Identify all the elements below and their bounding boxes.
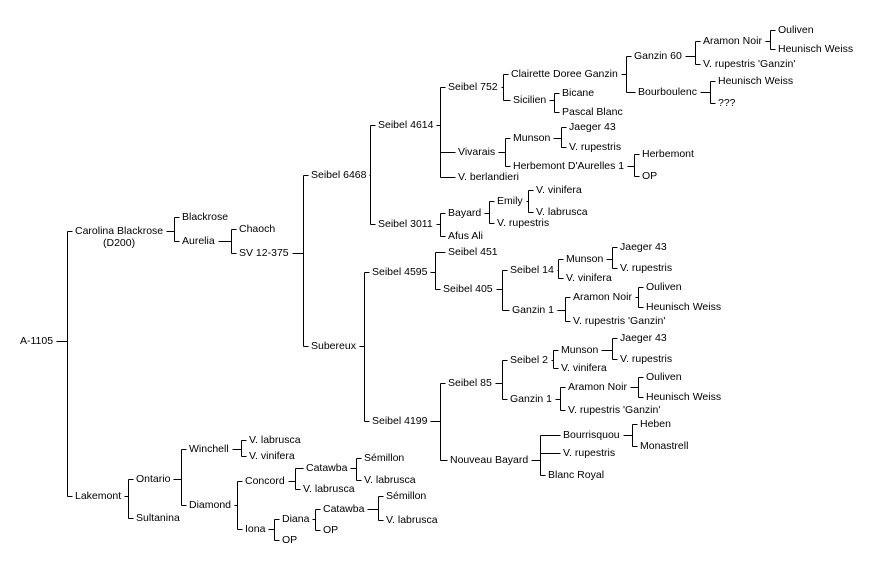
node-munson-a: Munson (513, 132, 551, 144)
node-blackrose: Blackrose (182, 211, 229, 223)
node-lab-e: V. labrusca (386, 514, 438, 526)
node-heunisch-a: Heunisch Weiss (778, 43, 854, 55)
node-carolina-blackrose: Carolina Blackrose(D200) (75, 225, 163, 249)
node-herbemont-da: Herbemont D'Aurelles 1 (513, 160, 625, 172)
node-rup-d: V. rupestris (620, 353, 673, 365)
node-lab-c: V. labrusca (364, 474, 416, 486)
node-diamond: Diamond (189, 499, 232, 511)
node-rup-ganzin-a: V. rupestris 'Ganzin' (703, 58, 796, 70)
node-munson-c: Munson (561, 344, 599, 356)
node-lab-b: V. labrusca (249, 434, 301, 446)
node-aramon-b: Aramon Noir (573, 291, 632, 303)
node-seibel4614: Seibel 4614 (378, 119, 434, 131)
node-root: A-1105 (20, 335, 54, 347)
node-sv12: SV 12-375 (239, 247, 289, 259)
node-munson-b: Munson (566, 253, 604, 265)
node-ontario: Ontario (136, 473, 171, 485)
node-jaeger-b: Jaeger 43 (620, 241, 667, 253)
node-heben: Heben (640, 418, 671, 430)
node-unknown: ??? (718, 97, 736, 109)
node-rup-ganzin-b: V. rupestris 'Ganzin' (573, 315, 666, 327)
node-semillon-a: Sémillon (364, 452, 405, 464)
node-rup-c: V. rupestris (620, 262, 673, 274)
node-aurelia: Aurelia (182, 235, 215, 247)
node-subereux: Subereux (311, 340, 356, 352)
node-vivarais: Vivarais (458, 146, 496, 158)
node-aramon-c: Aramon Noir (568, 381, 627, 393)
node-vin-c: V. vinifera (561, 362, 607, 374)
node-ganzin1-a: Ganzin 1 (512, 304, 555, 316)
node-vin-b: V. vinifera (566, 272, 612, 284)
node-seibel14: Seibel 14 (510, 264, 554, 276)
node-clairette: Clairette Doree Ganzin (511, 68, 618, 80)
node-diana: Diana (282, 513, 310, 525)
node-seibel405: Seibel 405 (443, 283, 493, 295)
node-seibel752: Seibel 752 (448, 81, 498, 93)
node-seibel85: Seibel 85 (448, 377, 492, 389)
node-heunisch-c: Heunisch Weiss (646, 301, 722, 313)
node-seibel3011: Seibel 3011 (378, 218, 433, 230)
node-heunisch-d: Heunisch Weiss (646, 391, 722, 403)
node-op-a: OP (642, 170, 658, 182)
node-catawba-b: Catawba (323, 503, 365, 515)
node-ouliven-b: Ouliven (646, 281, 682, 293)
node-winchell: Winchell (189, 443, 229, 455)
node-op-b: OP (323, 524, 339, 536)
node-ganzin60: Ganzin 60 (634, 50, 682, 62)
node-bourrisquou: Bourrisquou (563, 429, 620, 441)
node-rup-e: V. rupestris (563, 447, 616, 459)
node-jaeger-a: Jaeger 43 (569, 121, 616, 133)
node-concord: Concord (245, 475, 285, 487)
node-seibel4199: Seibel 4199 (372, 415, 428, 427)
node-catawba-a: Catawba (306, 462, 348, 474)
node-sicilien: Sicilien (513, 94, 547, 106)
node-seibel2: Seibel 2 (510, 354, 548, 366)
node-chaoch: Chaoch (239, 223, 276, 235)
node-vin-a: V. vinifera (536, 184, 582, 196)
node-bicane: Bicane (562, 87, 595, 99)
node-bourboulenc: Bourboulenc (638, 86, 697, 98)
node-sultanina: Sultanina (136, 512, 180, 524)
node-heunisch-b: Heunisch Weiss (718, 75, 794, 87)
node-vin-d: V. vinifera (249, 450, 295, 462)
node-afus: Afus Ali (448, 230, 484, 242)
node-emily: Emily (497, 195, 523, 207)
node-aramon-a: Aramon Noir (703, 35, 762, 47)
node-label-sub: (D200) (103, 237, 136, 249)
node-herbemont: Herbemont (642, 148, 694, 160)
node-jaeger-c: Jaeger 43 (620, 332, 667, 344)
node-seibel451: Seibel 451 (448, 246, 498, 258)
node-lab-d: V. labrusca (303, 483, 355, 495)
node-nouveau-bayard: Nouveau Bayard (450, 454, 529, 466)
node-rup-a: V. rupestris (569, 141, 622, 153)
node-pascal: Pascal Blanc (562, 106, 623, 118)
node-op-c: OP (282, 534, 298, 546)
node-seibel6468: Seibel 6468 (311, 169, 367, 181)
node-lakemont: Lakemont (75, 490, 122, 502)
node-bayard: Bayard (448, 207, 482, 219)
node-berlandieri: V. berlandieri (458, 171, 519, 183)
node-ganzin1-b: Ganzin 1 (510, 393, 553, 405)
node-label: Carolina Blackrose (75, 225, 164, 237)
node-monastrell: Monastrell (640, 440, 689, 452)
node-semillon-b: Sémillon (386, 490, 427, 502)
node-lab-a: V. labrusca (536, 206, 588, 218)
node-rup-b: V. rupestris (497, 217, 550, 229)
node-seibel4595: Seibel 4595 (372, 266, 428, 278)
node-ouliven-c: Ouliven (646, 371, 682, 383)
node-ouliven-a: Ouliven (778, 24, 814, 36)
node-blanc-royal: Blanc Royal (548, 469, 605, 481)
node-rup-ganzin-c: V. rupestris 'Ganzin' (568, 404, 661, 416)
node-iona: Iona (245, 523, 266, 535)
